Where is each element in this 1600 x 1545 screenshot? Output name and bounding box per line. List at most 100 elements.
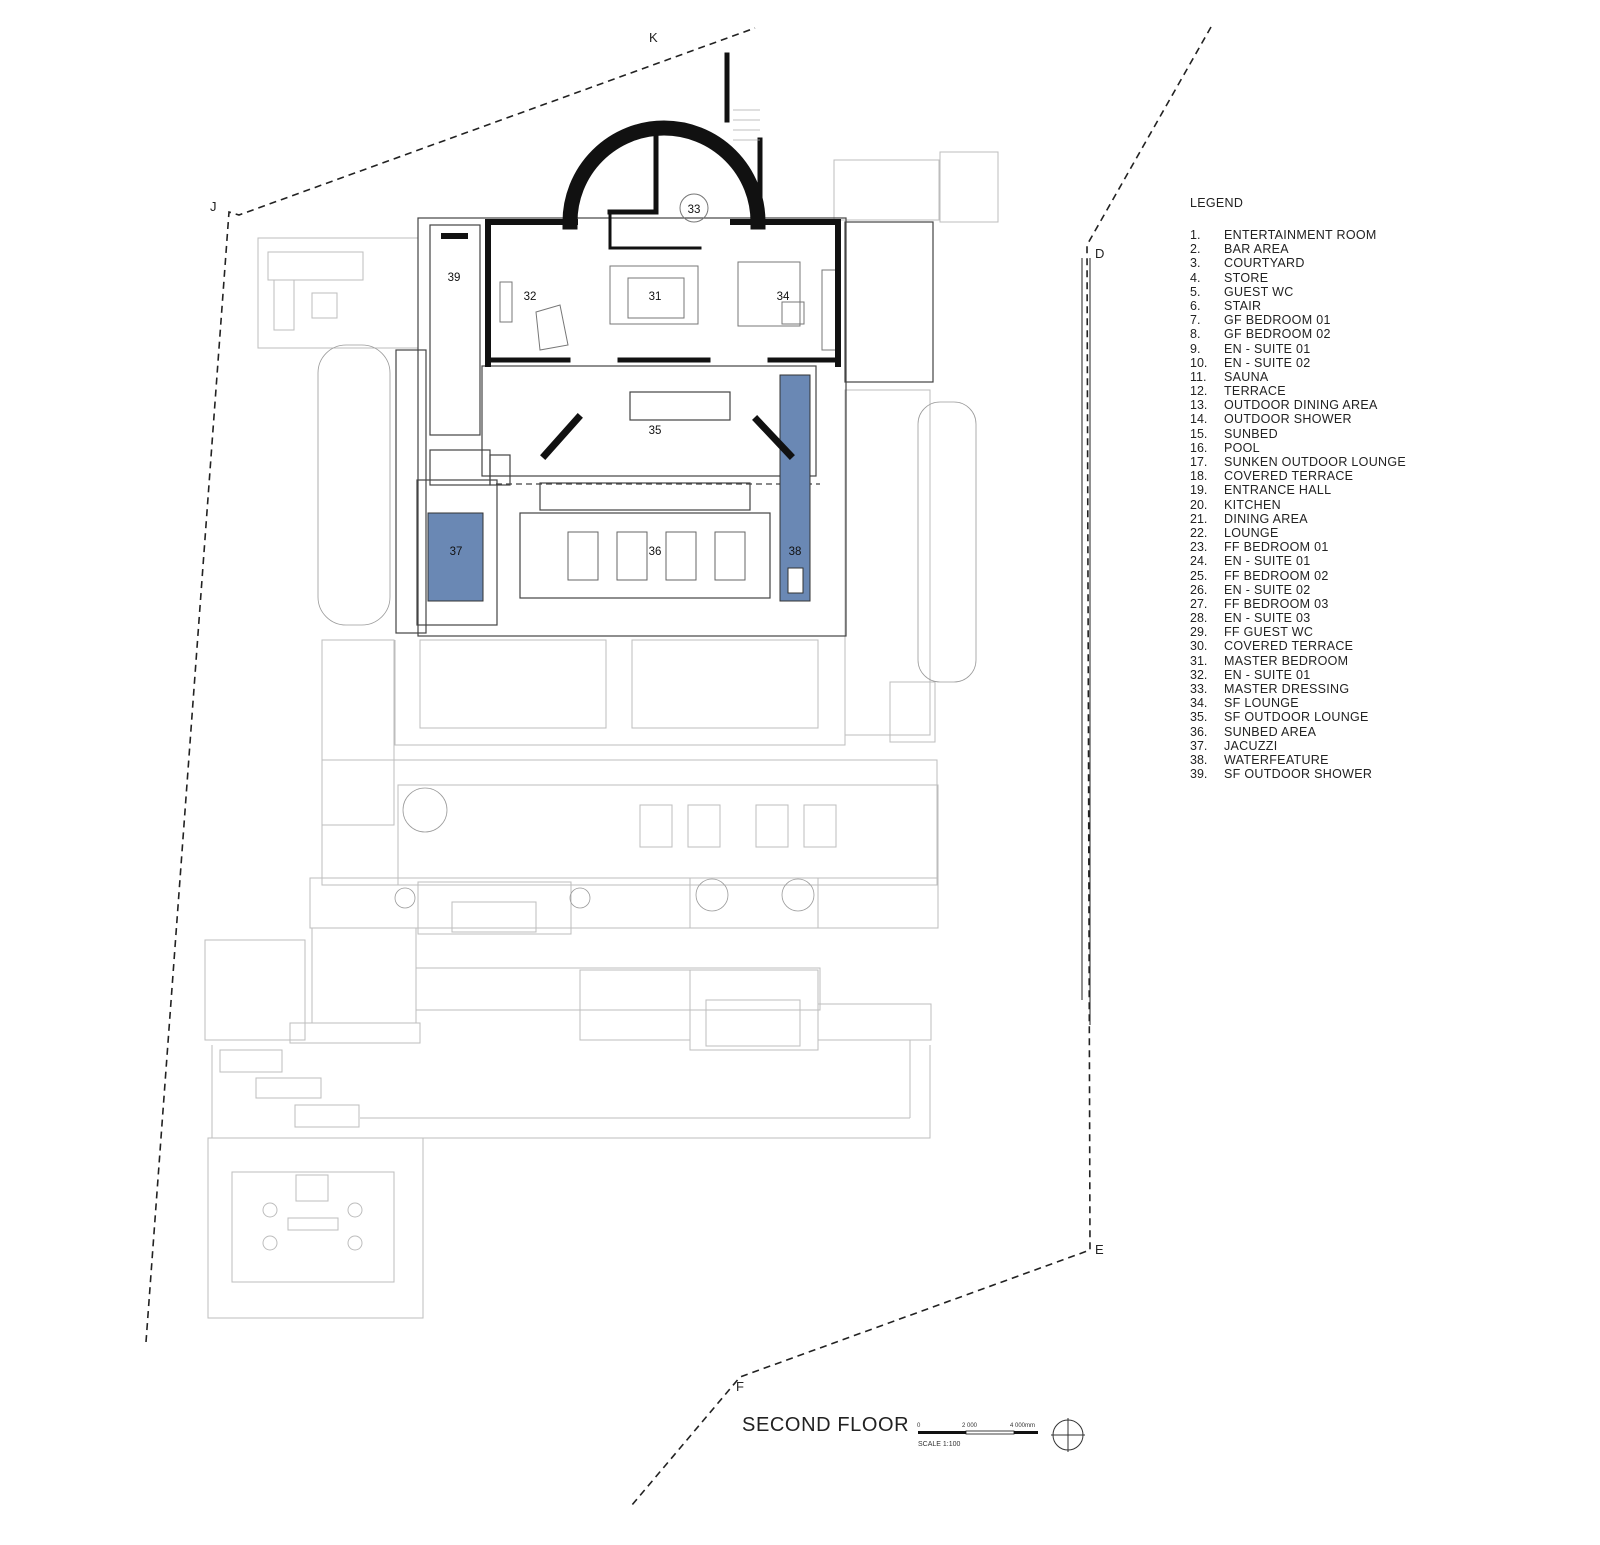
legend-item-label: SAUNA bbox=[1224, 369, 1269, 384]
second-floor-slab bbox=[395, 217, 934, 637]
legend-item-label: COVERED TERRACE bbox=[1224, 469, 1354, 484]
room-numbers: 31 32 33 34 35 36 37 38 39 bbox=[448, 204, 802, 558]
legend-item-label: SUNKEN OUTDOOR LOUNGE bbox=[1224, 455, 1407, 469]
legend-item-label: GUEST WC bbox=[1224, 284, 1294, 299]
legend-item-label: EN - SUITE 01 bbox=[1224, 667, 1311, 682]
room-label-38: 38 bbox=[789, 546, 802, 558]
legend-item: 8.GF BEDROOM 02 bbox=[1190, 327, 1490, 341]
legend-item-label: EN - SUITE 02 bbox=[1224, 582, 1311, 597]
legend-item-label: ENTERTAINMENT ROOM bbox=[1224, 228, 1377, 242]
room-label-35: 35 bbox=[649, 425, 662, 437]
legend-item-number: 15. bbox=[1190, 426, 1208, 441]
legend-item-number: 18. bbox=[1190, 469, 1208, 484]
legend-item-number: 21. bbox=[1190, 511, 1208, 526]
legend-item: 6. STAIR bbox=[1190, 299, 1490, 313]
legend-item-number: 16. bbox=[1190, 440, 1208, 455]
legend-item: 34.SF LOUNGE bbox=[1190, 696, 1490, 710]
legend-item-label: TERRACE bbox=[1224, 384, 1286, 399]
legend-item: 3. COURTYARD bbox=[1190, 256, 1490, 270]
legend-item: 29.FF GUEST WC bbox=[1190, 625, 1490, 639]
legend-item: 31. MASTER BEDROOM bbox=[1190, 654, 1490, 668]
legend-item-number: 33. bbox=[1190, 682, 1208, 696]
legend-item-label: COURTYARD bbox=[1224, 256, 1305, 271]
legend-item-number: 12. bbox=[1190, 384, 1208, 399]
legend-item: 24. EN - SUITE 01 bbox=[1190, 554, 1490, 568]
legend-item-number: 4. bbox=[1190, 270, 1201, 285]
legend-item-label: STAIR bbox=[1224, 298, 1262, 313]
legend-item-number: 24. bbox=[1190, 554, 1208, 569]
legend-item-label: FF BEDROOM 02 bbox=[1224, 568, 1329, 583]
legend-item: 17. SUNKEN OUTDOOR LOUNGE bbox=[1190, 455, 1490, 469]
legend-item-label: KITCHEN bbox=[1224, 497, 1281, 512]
legend-item-label: BAR AREA bbox=[1224, 242, 1289, 257]
legend-item-number: 37. bbox=[1190, 738, 1208, 753]
legend-item-label: GF BEDROOM 01 bbox=[1224, 313, 1331, 328]
legend-item-number: 32. bbox=[1190, 667, 1208, 682]
legend-item: 25.FF BEDROOM 02 bbox=[1190, 569, 1490, 583]
legend-item-number: 6. bbox=[1190, 298, 1201, 313]
legend-item-label: SF LOUNGE bbox=[1224, 696, 1299, 711]
legend-item: 16. POOL bbox=[1190, 441, 1490, 455]
legend-item: 23.FF BEDROOM 01 bbox=[1190, 540, 1490, 554]
legend-item-number: 29. bbox=[1190, 625, 1208, 640]
legend-item-label: EN - SUITE 01 bbox=[1224, 341, 1311, 356]
legend-item-number: 31. bbox=[1190, 653, 1208, 668]
legend-item: 35. SF OUTDOOR LOUNGE bbox=[1190, 710, 1490, 724]
boundary-point-f: F bbox=[736, 1379, 744, 1394]
scale-tick-2000: 2 000 bbox=[962, 1423, 978, 1429]
legend-item: 33. MASTER DRESSING bbox=[1190, 682, 1490, 696]
scale-tick-0: 0 bbox=[917, 1423, 921, 1429]
legend-item-number: 36. bbox=[1190, 724, 1208, 739]
legend-item: 18. COVERED TERRACE bbox=[1190, 469, 1490, 483]
legend-item-label: DINING AREA bbox=[1224, 511, 1308, 526]
legend-item-label: SF OUTDOOR LOUNGE bbox=[1224, 710, 1369, 725]
room-label-37: 37 bbox=[450, 546, 463, 558]
room-label-39: 39 bbox=[448, 272, 461, 284]
legend-item-number: 11. bbox=[1190, 369, 1207, 384]
legend-item: 30.COVERED TERRACE bbox=[1190, 639, 1490, 653]
legend-item: 38.WATERFEATURE bbox=[1190, 753, 1490, 767]
legend-item: 2. BAR AREA bbox=[1190, 242, 1490, 256]
legend-item-label: OUTDOOR DINING AREA bbox=[1224, 398, 1378, 413]
legend-item-number: 17. bbox=[1190, 455, 1208, 469]
legend-item: 26. EN - SUITE 02 bbox=[1190, 583, 1490, 597]
scale-bar bbox=[918, 1430, 1038, 1435]
planting bbox=[317, 344, 977, 912]
water-features bbox=[427, 374, 811, 602]
legend-item: 27.FF BEDROOM 03 bbox=[1190, 597, 1490, 611]
legend-item-number: 28. bbox=[1190, 611, 1208, 626]
legend-item-number: 35. bbox=[1190, 710, 1208, 725]
boundary-point-j: J bbox=[210, 199, 217, 214]
legend-item-number: 9. bbox=[1190, 341, 1201, 356]
legend-item-label: EN - SUITE 01 bbox=[1224, 554, 1311, 569]
legend-item-number: 26. bbox=[1190, 582, 1208, 597]
legend-item: 12. TERRACE bbox=[1190, 384, 1490, 398]
legend-item: 22. LOUNGE bbox=[1190, 526, 1490, 540]
legend-item-label: LOUNGE bbox=[1224, 525, 1279, 540]
legend-item: 15.SUNBED bbox=[1190, 427, 1490, 441]
legend-item-number: 19. bbox=[1190, 483, 1208, 498]
legend-item-number: 38. bbox=[1190, 752, 1208, 767]
legend-item-label: MASTER DRESSING bbox=[1224, 682, 1350, 696]
legend-item-number: 22. bbox=[1190, 525, 1208, 540]
legend-item: 32. EN - SUITE 01 bbox=[1190, 668, 1490, 682]
legend-item-number: 5. bbox=[1190, 284, 1201, 299]
room-label-36: 36 bbox=[649, 546, 662, 558]
boundary-point-k: K bbox=[649, 30, 658, 45]
legend-item: 36. SUNBED AREA bbox=[1190, 725, 1490, 739]
legend-item-number: 39. bbox=[1190, 767, 1208, 782]
legend-item-label: SUNBED AREA bbox=[1224, 724, 1317, 739]
room-label-32: 32 bbox=[524, 291, 537, 303]
legend-item-number: 2. bbox=[1190, 242, 1201, 257]
sunbeds bbox=[567, 531, 746, 581]
legend-item-number: 3. bbox=[1190, 256, 1201, 271]
legend-item: 19.ENTRANCE HALL bbox=[1190, 483, 1490, 497]
legend-item-label: POOL bbox=[1224, 440, 1260, 455]
legend-item-number: 8. bbox=[1190, 327, 1201, 342]
legend-item-label: MASTER BEDROOM bbox=[1224, 653, 1349, 668]
legend-item: 10.EN - SUITE 02 bbox=[1190, 356, 1490, 370]
north-symbol-icon bbox=[1051, 1418, 1085, 1452]
legend-item: 7.GF BEDROOM 01 bbox=[1190, 313, 1490, 327]
